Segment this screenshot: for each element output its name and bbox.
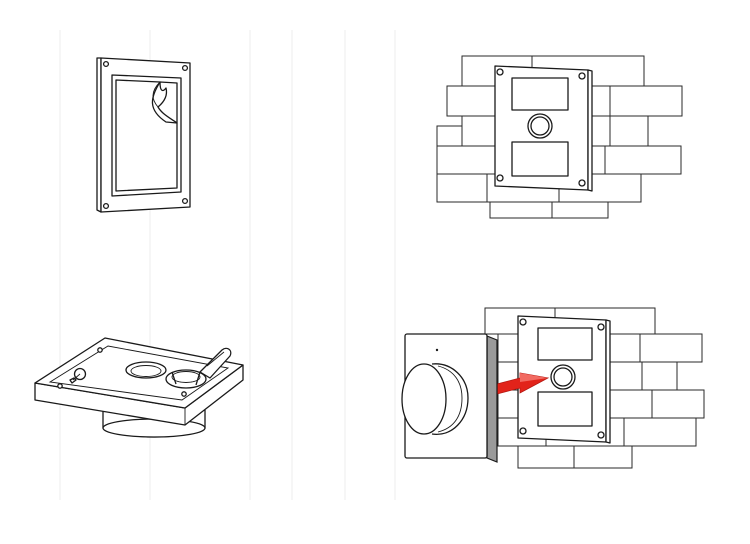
mounting-plate-2 — [517, 315, 611, 444]
status-led-icon — [435, 348, 439, 352]
step-mount-plate-on-wall — [436, 55, 683, 219]
smart-switch — [401, 333, 498, 463]
screwdriver — [199, 347, 232, 379]
step-peel-adhesive — [96, 57, 191, 213]
adhesive-film — [115, 79, 178, 192]
step-attach-switch — [401, 307, 705, 469]
direction-arrow — [496, 372, 550, 395]
mounting-plate — [494, 65, 593, 192]
base-plate — [34, 337, 244, 426]
battery-coin — [165, 369, 207, 389]
step-connect-battery — [34, 337, 244, 438]
